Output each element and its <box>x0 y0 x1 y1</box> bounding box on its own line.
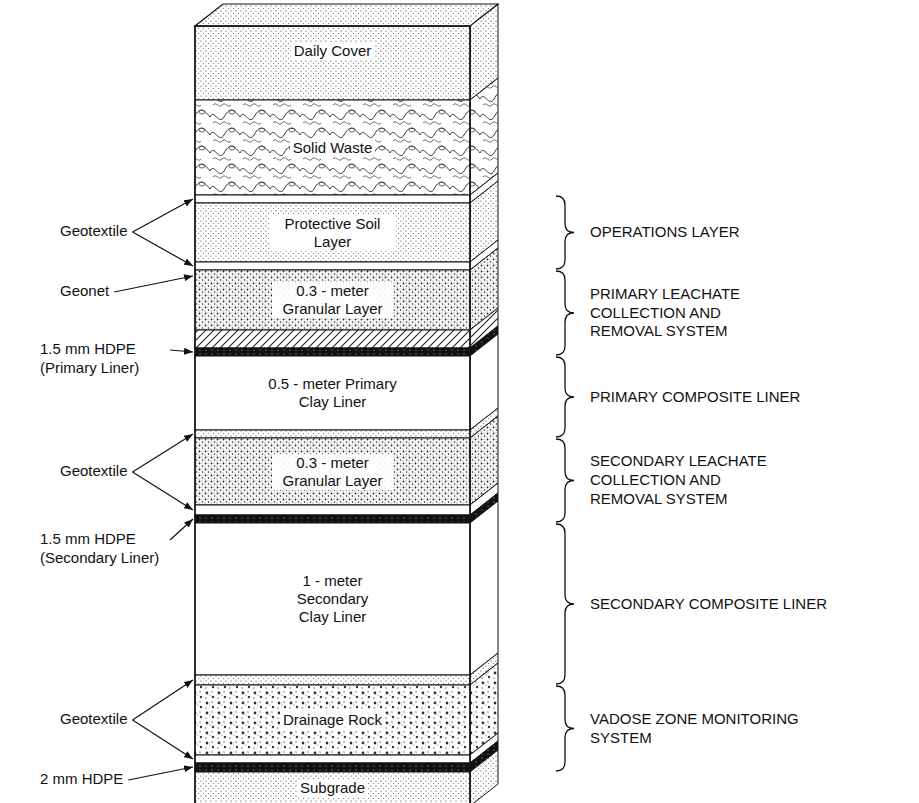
layer-front-face <box>195 356 470 430</box>
layer-front-face <box>195 505 470 515</box>
leader-arrow <box>170 519 193 540</box>
group-bracket <box>556 271 574 355</box>
layer-front-face <box>195 348 470 356</box>
layer-band: Solid Waste <box>195 100 470 195</box>
leader-arrow <box>133 472 193 510</box>
layer-front-face <box>195 430 470 438</box>
group-bracket <box>556 439 574 522</box>
liner-column <box>195 4 498 803</box>
system-label: VADOSE ZONE MONITORING SYSTEM <box>590 710 825 748</box>
leader-arrow <box>133 434 193 472</box>
layer-front-face <box>195 772 470 803</box>
component-label: Geonet <box>60 282 109 301</box>
leader-arrow <box>133 232 193 266</box>
layer-front-face <box>195 438 470 505</box>
leader-arrow <box>170 350 193 352</box>
layer-name: Protective Soil Layer <box>270 215 396 251</box>
layer-name: Drainage Rock <box>280 711 385 729</box>
layer-band: Protective Soil Layer <box>195 203 470 262</box>
leader-arrow <box>133 720 193 759</box>
component-label: Geotextile <box>60 462 128 481</box>
layer-band: 0.3 - meter Granular Layer <box>195 270 470 330</box>
component-label: 2 mm HDPE <box>40 770 123 789</box>
layer-name: Daily Cover <box>291 42 375 60</box>
component-label: 1.5 mm HDPE (Secondary Liner) <box>40 530 165 568</box>
layer-front-face <box>195 330 470 348</box>
layer-front-face <box>195 203 470 262</box>
layer-front-face <box>195 262 470 270</box>
layer-front-face <box>195 515 470 523</box>
component-label: Geotextile <box>60 222 128 241</box>
layer-band: 0.3 - meter Granular Layer <box>195 438 470 505</box>
layer-front-face <box>195 763 470 772</box>
system-label: SECONDARY LEACHATE COLLECTION AND REMOVA… <box>590 452 780 508</box>
layer-front-face <box>195 523 470 675</box>
layer-front-face <box>195 685 470 755</box>
leader-arrow <box>133 680 193 720</box>
layer-front-face <box>195 755 470 763</box>
group-bracket <box>556 524 574 684</box>
layer-name: 0.5 - meter Primary Clay Liner <box>257 375 408 411</box>
layer-front-face <box>195 270 470 330</box>
layer-band: Drainage Rock <box>195 685 470 755</box>
leader-arrow <box>133 199 193 232</box>
system-label: PRIMARY LEACHATE COLLECTION AND REMOVAL … <box>590 285 780 341</box>
layer-front-face <box>195 195 470 203</box>
column-top-face <box>195 4 498 26</box>
layer-name: 0.3 - meter Granular Layer <box>272 282 393 318</box>
layer-side-face <box>470 750 498 803</box>
system-label: SECONDARY COMPOSITE LINER <box>590 595 827 614</box>
system-label: PRIMARY COMPOSITE LINER <box>590 388 800 407</box>
layer-band: Subgrade <box>195 774 470 802</box>
leader-arrow <box>128 767 193 780</box>
leader-arrow <box>114 276 193 292</box>
layer-name: 0.3 - meter Granular Layer <box>272 454 393 490</box>
system-label: OPERATIONS LAYER <box>590 223 739 242</box>
leader-lines <box>114 196 574 780</box>
column-outline <box>195 26 470 803</box>
component-label: 1.5 mm HDPE (Primary Liner) <box>40 340 165 378</box>
layer-name: 1 - meter Secondary Clay Liner <box>280 572 386 626</box>
layer-band: 0.5 - meter Primary Clay Liner <box>195 356 470 430</box>
layer-band: 1 - meter Secondary Clay Liner <box>195 523 470 675</box>
layer-front-face <box>195 100 470 195</box>
group-bracket <box>556 357 574 437</box>
group-bracket <box>556 196 574 269</box>
layer-name: Solid Waste <box>290 139 375 157</box>
layer-side-face <box>470 501 498 675</box>
layer-front-face <box>195 26 470 100</box>
group-bracket <box>556 686 574 771</box>
layer-name: Subgrade <box>297 779 368 797</box>
layer-band: Daily Cover <box>195 30 470 72</box>
component-label: Geotextile <box>60 710 128 729</box>
layer-front-face <box>195 675 470 685</box>
